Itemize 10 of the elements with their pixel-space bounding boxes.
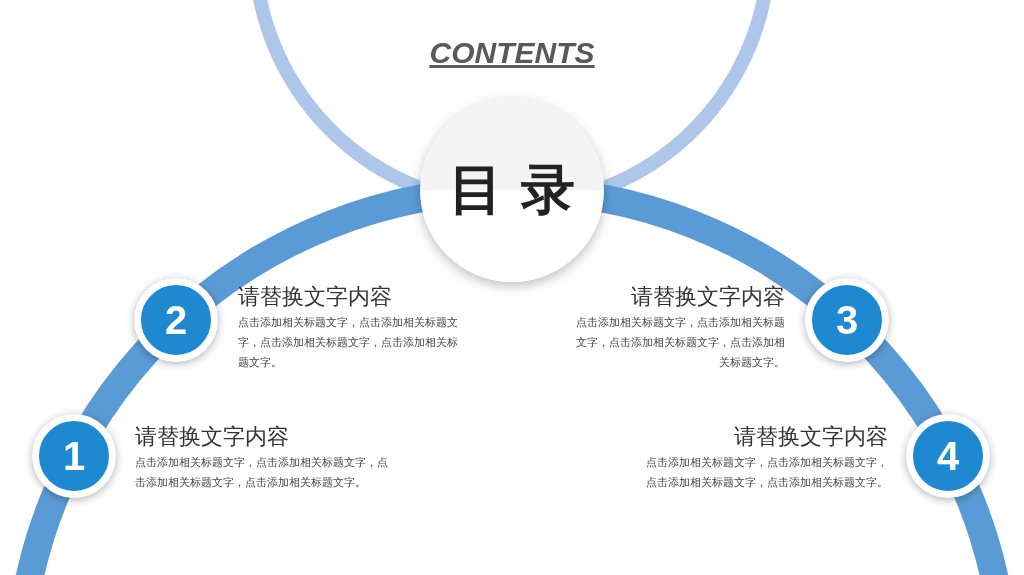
item-heading: 请替换文字内容 [238,283,392,311]
item-description: 点击添加相关标题文字，点击添加相关标题文字，点击添加相关标题文字，点击添加相关标题文字。 [238,315,458,370]
item-heading: 请替换文字内容 [631,283,785,311]
heading: CONTENTS [429,36,595,69]
item-heading: 请替换文字内容 [135,423,289,451]
item-heading: 请替换文字内容 [734,423,888,451]
item-description: 点击添加相关标题文字，点击添加相关标题文字，点击添加相关标题文字，点击添加相关标题文字。 [575,315,785,370]
item-description: 点击添加相关标题文字，点击添加相关标题文字，点击添加相关标题文字，点击添加相关标题文字。 [135,455,389,490]
item-description: 点击添加相关标题文字，点击添加相关标题文字，点击添加相关标题文字，点击添加相关标题文字。 [645,455,888,490]
title-circle: 目 录 [420,98,604,282]
